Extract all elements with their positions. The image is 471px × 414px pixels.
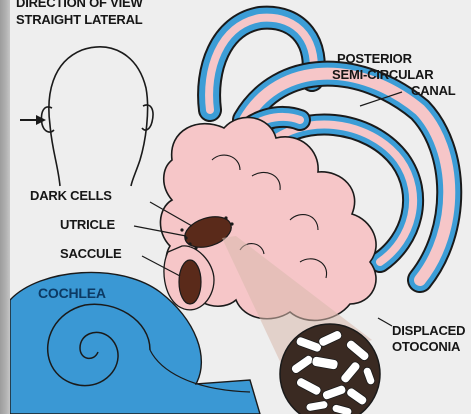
- otoconia-magnified: [280, 324, 380, 414]
- posterior-canal-label-line2: SEMI-CIRCULAR: [332, 68, 433, 82]
- direction-label-line1: DIRECTION OF VIEW: [16, 0, 143, 10]
- direction-label-line2: STRAIGHT LATERAL: [16, 13, 143, 27]
- displaced-otoconia-label-line1: DISPLACED: [392, 324, 465, 338]
- displaced-otoconia-label-line2: OTOCONIA: [392, 340, 460, 354]
- cochlea-label: COCHLEA: [38, 286, 106, 300]
- saccule-label: SACCULE: [60, 247, 121, 261]
- posterior-canal-label-line1: POSTERIOR: [337, 52, 412, 66]
- utricle-label: UTRICLE: [60, 218, 115, 232]
- diagram-panel: DIRECTION OF VIEW STRAIGHT LATERAL POSTE…: [10, 0, 471, 414]
- saccule-macula: [179, 260, 201, 304]
- dark-cells-label: DARK CELLS: [30, 189, 112, 203]
- posterior-canal-label-line3: CANAL: [411, 84, 456, 98]
- head-outline-icon: [41, 47, 153, 186]
